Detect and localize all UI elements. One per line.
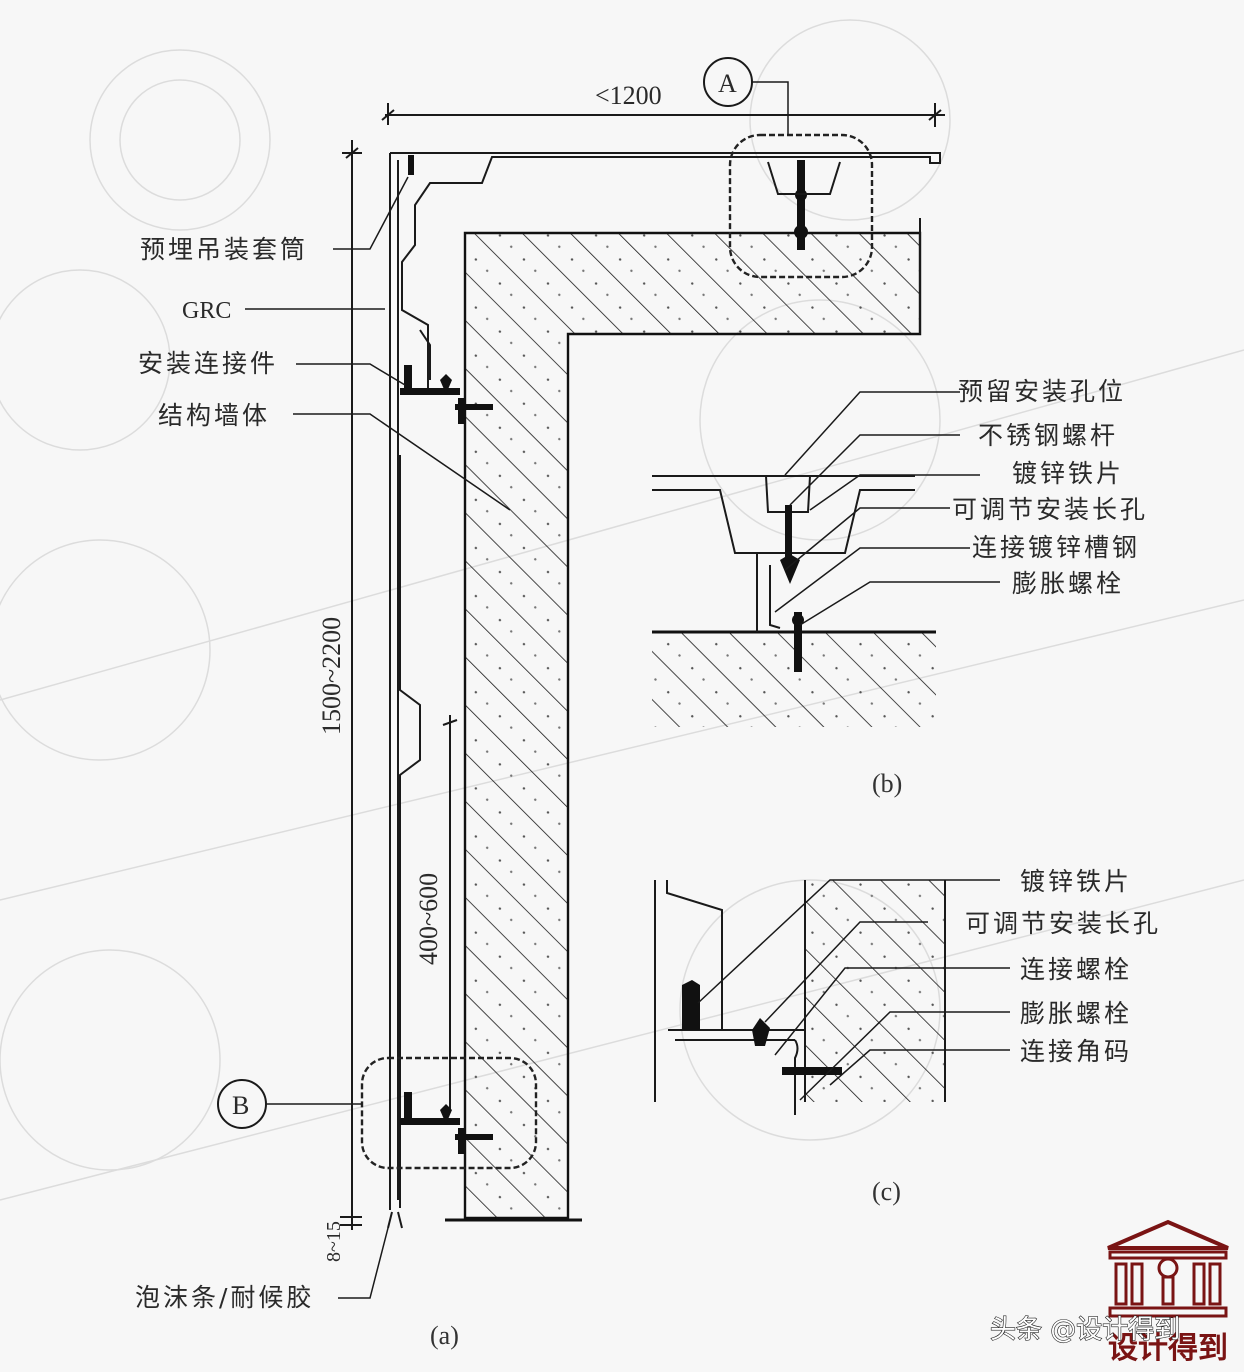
credit-text: 头条 @设计得到 xyxy=(990,1315,1180,1345)
label-c-3: 膨胀螺栓 xyxy=(1020,999,1132,1028)
brand-logo: 设计得到 xyxy=(1107,1219,1229,1366)
label-c-2: 连接螺栓 xyxy=(1020,955,1132,984)
label-structural-wall: 结构墙体 xyxy=(158,401,270,430)
logo-text: 设计得到 xyxy=(1108,1331,1228,1366)
detail-marker-a: A xyxy=(718,69,737,98)
label-c-1: 可调节安装长孔 xyxy=(965,909,1161,938)
dimension-height-label: 1500~2200 xyxy=(317,617,346,735)
label-b-3: 可调节安装长孔 xyxy=(952,495,1148,524)
panel-b: 预留安装孔位 不锈钢螺杆 镀锌铁片 可调节安装长孔 连接镀锌槽钢 膨胀螺栓 (b… xyxy=(652,377,1148,798)
panel-a: <1200 1500~2200 400~600 8~15 xyxy=(135,57,945,1350)
dimension-spacing-label: 400~600 xyxy=(414,873,443,965)
panel-c: 镀锌铁片 可调节安装长孔 连接螺栓 膨胀螺栓 连接角码 (c) xyxy=(654,867,1161,1206)
label-b-2: 镀锌铁片 xyxy=(1012,459,1124,488)
label-b-0: 预留安装孔位 xyxy=(958,377,1126,406)
watermark xyxy=(0,19,1244,1201)
connector-lower xyxy=(400,1092,493,1154)
dimension-width: <1200 xyxy=(381,81,945,127)
building-icon xyxy=(1107,1219,1229,1250)
grc-panel xyxy=(389,152,941,1210)
dimension-gap-label: 8~15 xyxy=(323,1221,345,1262)
label-connector: 安装连接件 xyxy=(138,349,278,378)
label-c-4: 连接角码 xyxy=(1020,1037,1132,1066)
connector-top xyxy=(408,155,808,250)
dimension-width-label: <1200 xyxy=(595,81,662,110)
detail-callout-b: B xyxy=(217,1056,538,1170)
connector-upper xyxy=(400,365,493,424)
caption-a: (a) xyxy=(430,1321,459,1350)
dimension-gap: 8~15 xyxy=(323,1216,362,1262)
caption-c: (c) xyxy=(872,1177,901,1206)
detail-marker-b: B xyxy=(232,1091,249,1120)
label-b-5: 膨胀螺栓 xyxy=(1012,569,1124,598)
dimension-height: 1500~2200 xyxy=(317,140,362,1230)
label-c-0: 镀锌铁片 xyxy=(1020,867,1132,896)
label-b-4: 连接镀锌槽钢 xyxy=(972,533,1140,562)
detail-callout-a: A xyxy=(703,57,874,279)
label-embedded-sleeve: 预埋吊装套筒 xyxy=(140,235,308,264)
dimension-spacing: 400~600 xyxy=(414,715,458,1110)
caption-b: (b) xyxy=(872,769,902,798)
label-b-1: 不锈钢螺杆 xyxy=(978,421,1118,450)
label-sealant: 泡沫条/耐候胶 xyxy=(135,1283,314,1312)
label-grc: GRC xyxy=(182,298,231,324)
